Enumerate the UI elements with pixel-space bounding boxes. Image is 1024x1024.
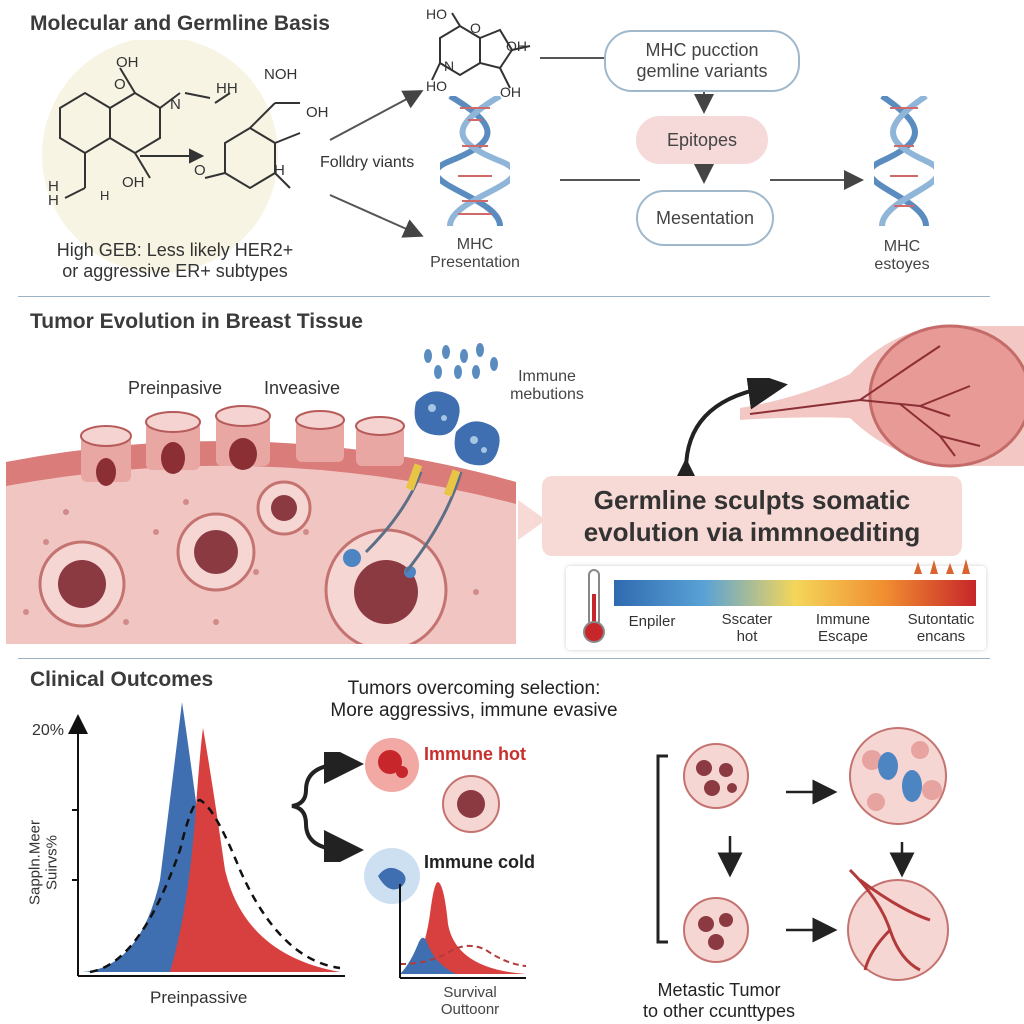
mol-label-oh-bottom: OH [122,174,145,191]
epitopes-pill: Epitopes [636,116,768,164]
metastatic-flow-diagram [656,727,949,981]
immune-cold-cell-icon [364,848,420,904]
section-title-clinical: Clinical Outcomes [30,668,214,691]
top-mol-ho-bottom: HO [426,78,447,94]
immune-hot-cell-icon [365,738,419,792]
mol-label-oh-top: OH [116,54,139,71]
mol-label-o-left: O [194,162,206,179]
small-survival-chart [399,882,527,979]
mol-label-h1: H [48,178,59,195]
top-mol-o: O [470,20,481,36]
immune-cells-icon [414,343,500,466]
small-chart-label: Survival Outtoonr [440,984,500,1019]
mol-label-hh: HH [216,80,238,97]
divider-1 [18,296,990,297]
dna-helix-right-icon [874,96,934,226]
immune-hot-label: Immune hot [424,744,526,764]
curved-arrow-icon [676,378,788,480]
mol-label-o: O [114,76,126,93]
label-invasive: Inveasive [264,378,341,398]
mol-label-noh: NOH [264,66,298,83]
mol-label-h-right: H [274,162,285,179]
mol-label-h-small: H [100,188,110,203]
section-title-molecular: Molecular and Germline Basis [30,12,330,35]
mhc-presentation-label: MHC Presentation [430,236,520,272]
label-preinvasive: Preinpasive [128,378,223,398]
mol-label-oh-right: OH [306,104,329,121]
section-title-tumor-evolution: Tumor Evolution in Breast Tissue [30,310,363,333]
mol-label-n: N [170,96,181,113]
section1-arrows [329,57,864,238]
top-mol-n: N [444,58,455,74]
molecule-caption: High GEB: Less likely HER2+ or aggressiv… [56,240,294,281]
germline-sculpts-banner: Germline sculpts somatic evolution via i… [542,476,962,556]
breast-tissue-illustration [6,405,516,644]
molecule-left-structure [59,67,301,199]
mhc-estoyes-label: MHC estoyes [874,238,930,274]
x-axis-label: Preinpassive [150,988,248,1007]
banner-pointer [518,500,546,540]
immune-cold-label: Immune cold [424,852,536,872]
tumors-subtitle: Tumors overcoming selection: More aggres… [330,678,618,721]
bracket-arrows [291,752,364,862]
mol-label-h2: H [48,192,59,209]
folding-variants-label: Folldry viants [320,154,415,171]
top-mol-oh2: OH [500,84,521,100]
immune-gradient-bar [614,580,976,606]
immune-mebutions-label: Immune mebutions [510,368,584,404]
dna-helix-left-icon [440,96,510,226]
y-axis-label: Sappln.Meer Suirvs% [26,819,61,906]
top-mol-ho-top: HO [426,6,447,22]
scale-label-1: Enpiler [628,613,676,630]
breast-duct-vessel-illustration [740,324,1024,468]
divider-2 [18,658,990,659]
top-mol-oh: OH [506,38,527,54]
survival-distribution-chart [68,702,345,977]
mesentation-pill: Mesentation [636,190,774,246]
tumor-cell-icon [442,775,500,833]
flame-icon [914,559,970,574]
metastatic-label: Metastic Tumor to other ccunttypes [642,980,796,1021]
thermometer-icon [583,569,605,643]
molecule-top-structure [431,12,531,89]
y-tick-20: 20% [32,722,65,739]
